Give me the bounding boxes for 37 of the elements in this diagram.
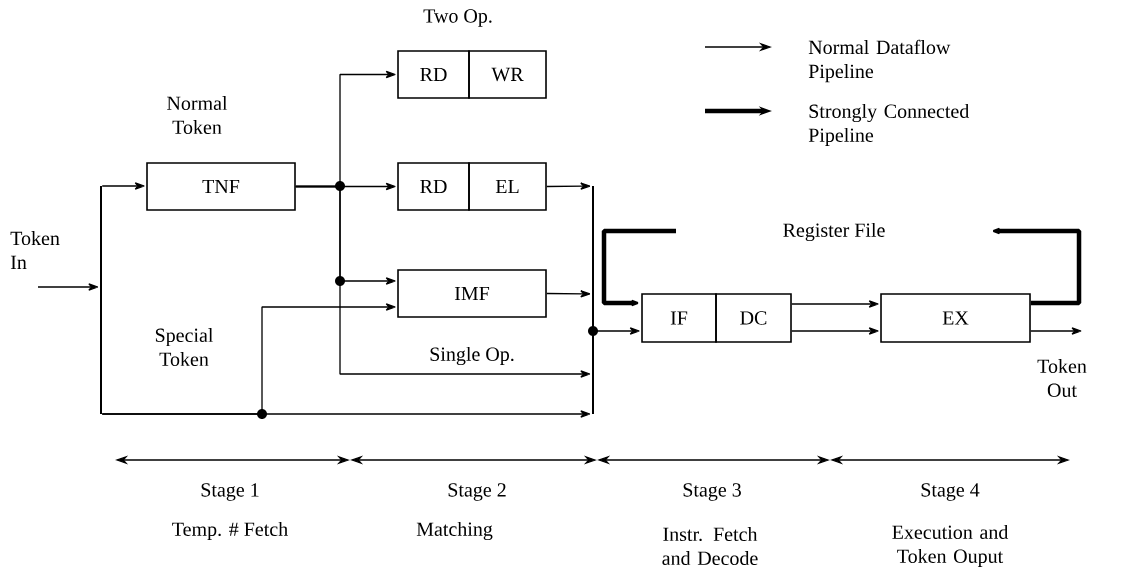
edge-label: Single Op. — [428, 345, 516, 367]
label: Instr. Fetch and Decode — [662, 526, 758, 566]
arrow — [791, 327, 879, 335]
label: Normal Token — [167, 95, 228, 134]
stage-box: IMF — [397, 269, 547, 318]
stage-box: DC — [715, 293, 792, 343]
label: Execution and Token Ouput — [892, 524, 1009, 568]
legend-text: Strongly Connected Pipeline — [808, 103, 970, 147]
label: Token Out — [1037, 358, 1087, 398]
stage-box: RD — [397, 50, 470, 99]
stage-box: EL — [468, 162, 547, 211]
label: Temp. # Fetch — [172, 521, 288, 541]
label: Stage 2 — [448, 483, 506, 501]
arrow — [1030, 327, 1082, 335]
arrow — [791, 300, 879, 308]
arrow — [546, 182, 591, 190]
legend-text: Normal Dataflow Pipeline — [808, 39, 951, 83]
stage-box: WR — [468, 50, 547, 99]
label: Stage 4 — [921, 483, 980, 501]
arrow — [295, 185, 591, 378]
stage-box: EX — [880, 293, 1031, 343]
label: Register File — [783, 222, 885, 242]
label: Two Op. — [423, 9, 492, 27]
label: Special Token — [155, 327, 214, 367]
thick-arrow — [992, 227, 1082, 306]
thick-arrow — [601, 228, 676, 307]
arrow — [37, 283, 99, 291]
arrow — [101, 410, 591, 418]
stage-box: IF — [641, 293, 717, 343]
arrow — [101, 182, 145, 190]
label: Matching — [416, 521, 493, 541]
label: Stage 3 — [683, 483, 741, 501]
arrow — [546, 290, 591, 298]
stage-box: TNF — [146, 162, 296, 211]
label: Stage 1 — [201, 483, 259, 501]
label: Token In — [10, 231, 60, 269]
stage-box: RD — [397, 162, 470, 211]
